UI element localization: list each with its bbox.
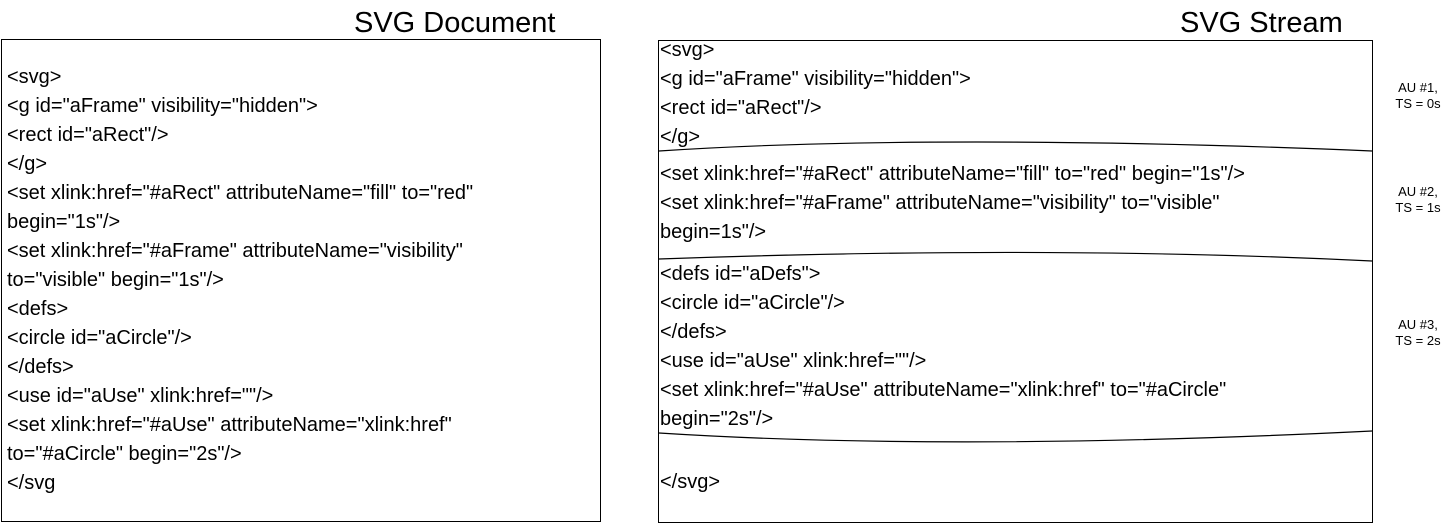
au-label-1: AU #1, TS = 0s bbox=[1388, 80, 1448, 112]
doc-line: <use id="aUse" xlink:href=""/> bbox=[7, 385, 274, 407]
doc-line: to="visible" begin="1s"/> bbox=[7, 269, 224, 291]
stream-closing-line: </svg> bbox=[660, 471, 721, 493]
stream-line: </g> bbox=[660, 126, 701, 148]
au-divider-1 bbox=[659, 141, 1372, 152]
stream-line: <use id="aUse" xlink:href=""/> bbox=[660, 350, 927, 372]
access-unit-dividers bbox=[659, 141, 1372, 443]
doc-line: <set xlink:href="#aRect" attributeName="… bbox=[7, 182, 474, 204]
stream-line: begin="2s"/> bbox=[660, 408, 774, 430]
svg-document-title: SVG Document bbox=[354, 7, 556, 39]
doc-line: <svg> bbox=[7, 66, 62, 88]
au-label-3: AU #3, TS = 2s bbox=[1388, 317, 1448, 349]
stream-line: begin=1s"/> bbox=[660, 221, 767, 243]
doc-line: <set xlink:href="#aUse" attributeName="x… bbox=[7, 414, 452, 436]
doc-line: <set xlink:href="#aFrame" attributeName=… bbox=[7, 240, 463, 262]
stream-line: </defs> bbox=[660, 321, 727, 343]
au-divider-3 bbox=[659, 430, 1372, 443]
stream-line: <rect id="aRect"/> bbox=[660, 97, 822, 119]
stream-line: <g id="aFrame" visibility="hidden"> bbox=[660, 68, 971, 90]
doc-line: to="#aCircle" begin="2s"/> bbox=[7, 443, 242, 465]
stream-line: <defs id="aDefs"> bbox=[660, 263, 821, 285]
doc-line: begin="1s"/> bbox=[7, 211, 121, 233]
doc-line: <defs> bbox=[7, 298, 69, 320]
au-timestamp: TS = 2s bbox=[1395, 333, 1441, 348]
doc-line: </g> bbox=[7, 153, 48, 175]
doc-line: <rect id="aRect"/> bbox=[7, 124, 169, 146]
doc-line: <g id="aFrame" visibility="hidden"> bbox=[7, 95, 318, 117]
doc-line: </defs> bbox=[7, 356, 74, 378]
stream-line: <set xlink:href="#aRect" attributeName="… bbox=[660, 163, 1245, 185]
au-number: AU #2, bbox=[1398, 184, 1438, 199]
stream-line: <set xlink:href="#aUse" attributeName="x… bbox=[660, 379, 1227, 401]
au-label-2: AU #2, TS = 1s bbox=[1388, 184, 1448, 216]
svg-stream-panel: <svg> <g id="aFrame" visibility="hidden"… bbox=[658, 39, 1373, 523]
au-divider-2 bbox=[659, 251, 1372, 262]
doc-line: </svg bbox=[7, 472, 56, 494]
stream-line: <set xlink:href="#aFrame" attributeName=… bbox=[660, 192, 1220, 214]
au-number: AU #1, bbox=[1398, 80, 1438, 95]
au-number: AU #3, bbox=[1398, 317, 1438, 332]
svg-document-panel: <svg> <g id="aFrame" visibility="hidden"… bbox=[1, 39, 601, 522]
svg-stream-title: SVG Stream bbox=[1180, 7, 1343, 39]
au-timestamp: TS = 0s bbox=[1395, 96, 1441, 111]
stream-line: <svg> bbox=[660, 39, 715, 61]
au-timestamp: TS = 1s bbox=[1395, 200, 1441, 215]
stream-line: <circle id="aCircle"/> bbox=[660, 292, 845, 314]
doc-line: <circle id="aCircle"/> bbox=[7, 327, 192, 349]
